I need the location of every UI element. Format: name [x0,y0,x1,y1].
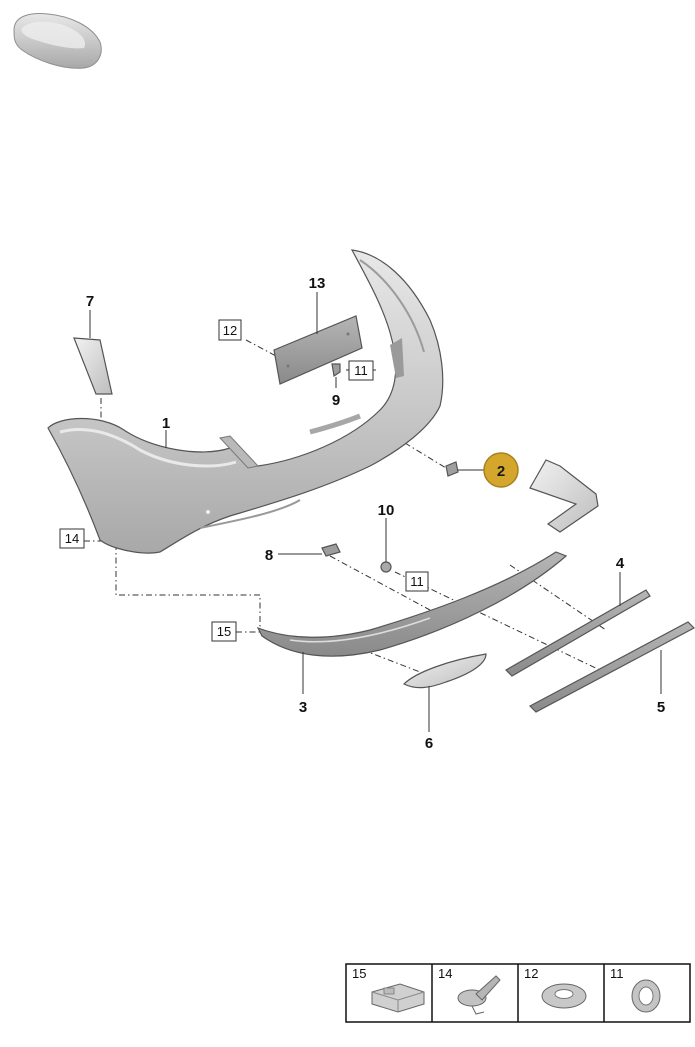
leader-lines [89,292,662,732]
label-part-2: 2 [497,463,505,480]
legend-cell-11[interactable]: 11 [610,966,661,1013]
label-part-8: 8 [265,547,273,564]
highlight-part-2[interactable]: 2 [483,452,519,488]
svg-text:15: 15 [352,966,366,981]
svg-text:11: 11 [610,966,624,981]
boxed-label-14[interactable]: 14 [59,528,85,549]
boxed-label-11-lower[interactable]: 11 [405,571,429,592]
part-7-corner-panel[interactable] [73,337,113,395]
svg-text:14: 14 [65,531,79,546]
label-part-13: 13 [309,275,326,292]
label-part-1: 1 [162,415,170,432]
washer-ring-icon [541,983,587,1009]
legend-cell-12[interactable]: 12 [524,966,587,1009]
part-3-lower-spoiler[interactable] [256,551,568,657]
label-part-6: 6 [425,735,433,752]
expanding-rivet-icon [457,975,501,1015]
standard-parts-legend: 15 14 12 11 [345,963,691,1023]
label-part-3: 3 [299,699,307,716]
part-5-trim-strip[interactable] [529,621,695,713]
svg-text:12: 12 [223,323,237,338]
legend-cell-15[interactable]: 15 [352,966,425,1013]
legend-cell-14[interactable]: 14 [438,966,501,1015]
label-part-7: 7 [86,293,94,310]
label-part-9: 9 [332,392,340,409]
part-4-trim-strip[interactable] [505,589,651,677]
model-thumbnail-icon[interactable] [13,13,102,69]
svg-text:12: 12 [524,966,538,981]
svg-text:11: 11 [410,574,424,589]
part-10-nut[interactable] [380,561,392,573]
svg-text:11: 11 [354,363,368,378]
boxed-label-12[interactable]: 12 [218,319,242,341]
part-13-license-plate-carrier[interactable] [273,315,363,385]
part-8-clip[interactable] [321,543,341,557]
part-2-sensor-holder[interactable] [445,461,484,477]
boxed-label-11-upper[interactable]: 11 [348,360,374,381]
clip-icon [371,983,425,1013]
svg-text:14: 14 [438,966,452,981]
label-part-10: 10 [378,502,395,519]
part-1-bumper-cover[interactable] [47,249,444,554]
grommet-icon [631,979,661,1013]
part-diffuser-bracket[interactable] [529,459,599,533]
part-9-clip[interactable] [331,363,341,388]
part-6-reflector[interactable] [402,653,487,689]
boxed-label-15[interactable]: 15 [211,621,237,642]
label-part-4: 4 [616,555,625,572]
svg-text:15: 15 [217,624,231,639]
label-part-5: 5 [657,699,665,716]
